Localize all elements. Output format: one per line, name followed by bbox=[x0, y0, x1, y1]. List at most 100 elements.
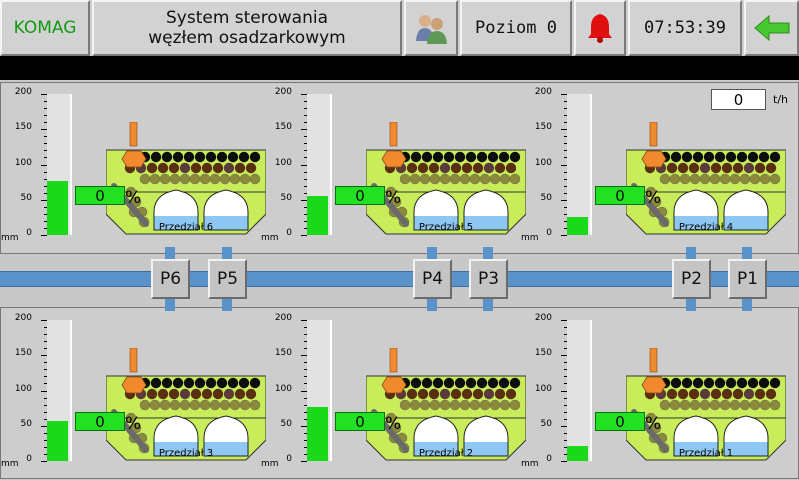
title-button[interactable]: System sterowania węzłem osadzarkowym bbox=[92, 0, 402, 56]
level-gauge bbox=[567, 320, 592, 461]
title-line-1: System sterowania bbox=[165, 8, 329, 28]
level-gauge bbox=[307, 320, 332, 461]
y-tick-label: 100 bbox=[14, 383, 32, 394]
cell-label: Przedział 5 bbox=[418, 222, 474, 233]
pump-pipe-stub bbox=[742, 297, 752, 311]
percent-sign: % bbox=[125, 188, 142, 208]
level-fill bbox=[307, 406, 328, 461]
pump-pipe-stub bbox=[742, 247, 752, 261]
brand-label: KOMAG bbox=[13, 18, 77, 38]
cell-label: Przedział 1 bbox=[678, 448, 734, 459]
cell-label: Przedział 3 bbox=[158, 448, 214, 459]
y-tick-label: 200 bbox=[534, 87, 552, 97]
level-fill bbox=[567, 216, 588, 235]
water-pipe bbox=[0, 271, 799, 287]
y-tick-label: 0 bbox=[546, 454, 552, 464]
throughput-unit: t/h bbox=[773, 93, 788, 106]
y-tick-label: 50 bbox=[280, 192, 292, 203]
jig-machine-graphic bbox=[105, 347, 267, 461]
level-button[interactable]: Poziom 0 bbox=[460, 0, 572, 56]
pump-pipe-stub bbox=[483, 297, 493, 311]
jig-cell-2 bbox=[365, 121, 527, 240]
pump-pipe-stub bbox=[483, 247, 493, 261]
pump-pipe-stub bbox=[686, 297, 696, 311]
percent-sign: % bbox=[385, 414, 402, 434]
axis-unit-label: mm bbox=[261, 233, 279, 243]
y-tick-label: 50 bbox=[20, 418, 32, 429]
axis-unit-label: mm bbox=[261, 459, 279, 469]
throughput-value: 0 bbox=[711, 89, 766, 110]
y-tick-label: 100 bbox=[274, 383, 292, 394]
pump-button-p2[interactable]: P2 bbox=[672, 259, 711, 299]
pump-button-p6[interactable]: P6 bbox=[151, 259, 190, 299]
jig-machine-graphic bbox=[365, 347, 527, 461]
users-button[interactable] bbox=[404, 0, 458, 56]
y-tick-label: 0 bbox=[26, 228, 32, 238]
level-gauge bbox=[47, 320, 72, 461]
y-tick-label: 150 bbox=[534, 122, 552, 133]
percent-value: 0 bbox=[595, 186, 645, 205]
level-label: Poziom 0 bbox=[475, 18, 557, 38]
percent-sign: % bbox=[645, 414, 662, 434]
pump-pipe-stub bbox=[222, 247, 232, 261]
y-tick-label: 0 bbox=[286, 228, 292, 238]
axis-unit-label: mm bbox=[1, 233, 19, 243]
pump-button-p5[interactable]: P5 bbox=[208, 259, 247, 299]
y-tick-label: 150 bbox=[14, 122, 32, 133]
y-tick-label: 200 bbox=[14, 313, 32, 323]
pump-button-p1[interactable]: P1 bbox=[728, 259, 767, 299]
jig-machine-graphic bbox=[625, 347, 787, 461]
level-fill bbox=[567, 446, 588, 461]
y-tick-label: 0 bbox=[286, 454, 292, 464]
level-gauge bbox=[567, 94, 592, 235]
y-tick-label: 100 bbox=[274, 157, 292, 168]
percent-value: 0 bbox=[335, 186, 385, 205]
y-tick-label: 50 bbox=[20, 192, 32, 203]
level-fill bbox=[47, 180, 68, 235]
percent-value: 0 bbox=[595, 412, 645, 431]
pump-pipe-stub bbox=[427, 247, 437, 261]
pump-pipe-stub bbox=[165, 297, 175, 311]
jig-cell-5 bbox=[365, 347, 527, 466]
pump-button-p4[interactable]: P4 bbox=[413, 259, 452, 299]
y-tick-label: 200 bbox=[534, 313, 552, 323]
header-separator bbox=[0, 56, 799, 80]
bell-alarm-icon bbox=[588, 14, 612, 43]
komag-logo-button[interactable]: KOMAG bbox=[0, 0, 90, 56]
y-tick-label: 150 bbox=[14, 348, 32, 359]
jig-cell-4 bbox=[105, 347, 267, 466]
y-tick-label: 200 bbox=[274, 313, 292, 323]
axis-unit-label: mm bbox=[521, 233, 539, 243]
title-line-2: węzłem osadzarkowym bbox=[148, 28, 346, 48]
y-tick-label: 150 bbox=[534, 348, 552, 359]
cell-label: Przedział 6 bbox=[158, 222, 214, 233]
percent-value: 0 bbox=[75, 186, 125, 205]
alarm-button[interactable] bbox=[574, 0, 626, 56]
clock-button[interactable]: 07:53:39 bbox=[628, 0, 742, 56]
y-tick-label: 150 bbox=[274, 122, 292, 133]
level-gauge bbox=[307, 94, 332, 235]
pump-pipe-stub bbox=[165, 247, 175, 261]
jig-cell-6 bbox=[625, 347, 787, 466]
gauge-ticks bbox=[561, 94, 567, 236]
y-tick-label: 150 bbox=[274, 348, 292, 359]
pump-button-p3[interactable]: P3 bbox=[469, 259, 508, 299]
y-tick-label: 100 bbox=[14, 157, 32, 168]
users-icon bbox=[416, 15, 447, 44]
percent-sign: % bbox=[645, 188, 662, 208]
pump-pipe-stub bbox=[686, 247, 696, 261]
back-button[interactable] bbox=[744, 0, 799, 56]
clock-label: 07:53:39 bbox=[644, 18, 726, 38]
y-tick-label: 200 bbox=[14, 87, 32, 97]
percent-value: 0 bbox=[335, 412, 385, 431]
arrow-left-icon bbox=[753, 15, 789, 41]
y-tick-label: 50 bbox=[280, 418, 292, 429]
jig-cell-3 bbox=[625, 121, 787, 240]
pump-pipe-stub bbox=[222, 297, 232, 311]
y-tick-label: 50 bbox=[540, 418, 552, 429]
axis-unit-label: mm bbox=[521, 459, 539, 469]
percent-value: 0 bbox=[75, 412, 125, 431]
jig-machine-graphic bbox=[625, 121, 787, 235]
level-gauge bbox=[47, 94, 72, 235]
axis-unit-label: mm bbox=[1, 459, 19, 469]
